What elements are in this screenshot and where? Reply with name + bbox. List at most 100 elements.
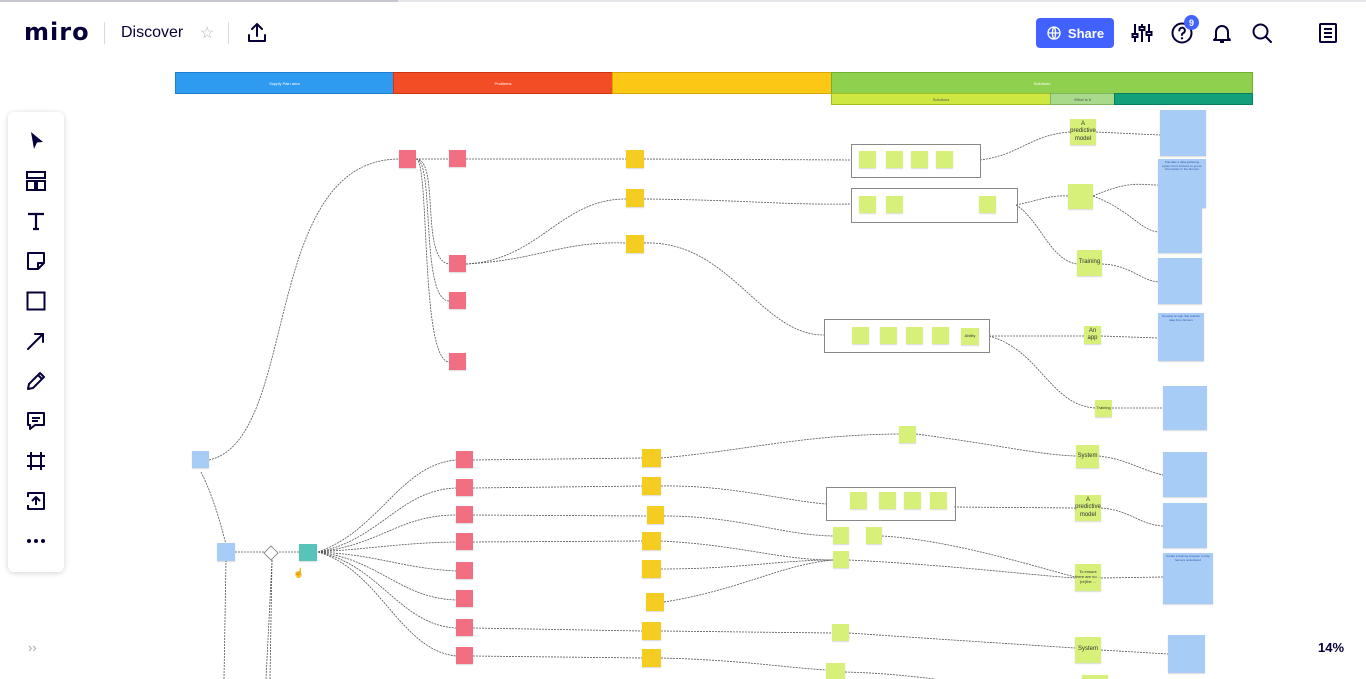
- sticky-note-yellow[interactable]: [626, 150, 644, 168]
- connection-line-icon[interactable]: [24, 329, 48, 353]
- frame-group[interactable]: [851, 144, 981, 178]
- more-icon[interactable]: [24, 529, 48, 553]
- sticky-note-yellow[interactable]: [642, 532, 661, 550]
- sticky-note-solution[interactable]: [899, 426, 916, 443]
- sticky-note-solution[interactable]: [859, 196, 876, 213]
- sticky-note-problem[interactable]: [456, 533, 473, 550]
- sticky-note-problem[interactable]: [456, 479, 473, 496]
- sticky-note-what-is-it[interactable]: To ensure there are no ... (re)the ...: [1075, 564, 1101, 591]
- sticky-note-solution[interactable]: [936, 151, 953, 168]
- sticky-note-solution[interactable]: [979, 196, 996, 213]
- export-icon[interactable]: [245, 21, 269, 45]
- sticky-note-yellow[interactable]: [646, 593, 664, 611]
- sticky-note-description[interactable]: [1158, 208, 1202, 253]
- expand-panel-button[interactable]: ››: [28, 640, 37, 655]
- sticky-note-what-is-it[interactable]: System: [1075, 637, 1101, 663]
- miro-logo[interactable]: miro: [24, 18, 90, 46]
- pen-icon[interactable]: [24, 369, 48, 393]
- board-canvas[interactable]: Supply Pain area Problems Solutions Solu…: [0, 60, 1366, 679]
- sticky-note-what-is-it[interactable]: An app: [1084, 326, 1101, 344]
- sticky-note-problem[interactable]: [449, 292, 466, 309]
- sticky-note-description[interactable]: Create a training program to help farmer…: [1163, 553, 1213, 604]
- sticky-note-yellow[interactable]: [642, 449, 661, 467]
- sticky-note-yellow[interactable]: [626, 235, 644, 253]
- sticky-note-problem[interactable]: [456, 451, 473, 468]
- sticky-note-description[interactable]: [1160, 110, 1206, 156]
- sticky-note-problem[interactable]: [456, 619, 473, 636]
- sticky-note-problem[interactable]: [456, 562, 473, 579]
- sticky-note-yellow[interactable]: [642, 560, 661, 578]
- sticky-note-solution[interactable]: [930, 492, 947, 509]
- share-button[interactable]: Share: [1036, 18, 1114, 48]
- sticky-note-icon[interactable]: [24, 249, 48, 273]
- sticky-note-problem[interactable]: [456, 506, 473, 523]
- sticky-note-start[interactable]: [192, 451, 209, 468]
- lane-teal-sub[interactable]: [1114, 93, 1253, 105]
- templates-icon[interactable]: [24, 169, 48, 193]
- sticky-note-description[interactable]: [1158, 258, 1202, 304]
- help-icon[interactable]: [1170, 21, 1194, 45]
- sticky-note-solution[interactable]: [852, 327, 869, 344]
- sticky-note-problem[interactable]: [399, 150, 416, 168]
- text-icon[interactable]: [24, 209, 48, 233]
- sticky-note-solution[interactable]: [850, 492, 867, 509]
- sticky-note-problem[interactable]: [456, 647, 473, 664]
- sticky-note-ability[interactable]: Ability: [961, 328, 979, 345]
- board-title[interactable]: Discover: [121, 24, 184, 41]
- sticky-note-solution[interactable]: [886, 151, 903, 168]
- sticky-note-what-is-it[interactable]: A predictive model: [1075, 495, 1101, 521]
- sticky-note-solution[interactable]: [833, 527, 849, 544]
- sticky-note-what-is-it[interactable]: Training: [1077, 250, 1102, 276]
- sticky-note-description[interactable]: [1163, 503, 1207, 548]
- sticky-note-solution[interactable]: [886, 196, 903, 213]
- sticky-note-what-is-it[interactable]: System: [1076, 445, 1099, 468]
- frame-group[interactable]: [824, 319, 990, 353]
- left-toolbar: [8, 112, 64, 572]
- sticky-note-problem[interactable]: [449, 353, 466, 370]
- sticky-note-solution[interactable]: [866, 527, 882, 544]
- upload-icon[interactable]: [24, 489, 48, 513]
- frame-group[interactable]: [851, 188, 1018, 223]
- sticky-note-description[interactable]: Populate a data gathering system from fa…: [1158, 159, 1206, 208]
- shape-icon[interactable]: [24, 289, 48, 313]
- sticky-note-yellow[interactable]: [647, 506, 664, 524]
- sticky-note-what-is-it[interactable]: Training: [1095, 400, 1112, 417]
- sticky-note-description[interactable]: [1168, 635, 1205, 673]
- sticky-note-solution[interactable]: [911, 151, 928, 168]
- sticky-note-problem[interactable]: [449, 255, 466, 272]
- star-icon[interactable]: ☆: [200, 25, 215, 42]
- frame-group[interactable]: [826, 487, 956, 521]
- settings-sliders-icon[interactable]: [1130, 21, 1154, 45]
- sticky-note-teal[interactable]: [299, 544, 317, 561]
- decision-diamond[interactable]: [263, 545, 279, 561]
- sticky-note-yellow[interactable]: [626, 189, 644, 207]
- sticky-note-solution[interactable]: [932, 327, 949, 344]
- comment-icon[interactable]: [24, 409, 48, 433]
- sticky-note-what-is-it[interactable]: [1068, 184, 1093, 209]
- sticky-note-problem[interactable]: [456, 590, 473, 607]
- select-icon[interactable]: [24, 129, 48, 153]
- sticky-note-solution[interactable]: [832, 624, 849, 641]
- sticky-note-description[interactable]: Develop an app that collects data from f…: [1158, 313, 1204, 361]
- sticky-note-what-is-it[interactable]: A predictive model: [1070, 119, 1096, 145]
- sticky-note-solution[interactable]: [880, 327, 897, 344]
- frame-icon[interactable]: [24, 449, 48, 473]
- sticky-note-problem[interactable]: [449, 150, 466, 167]
- sticky-note-solution[interactable]: [859, 151, 876, 168]
- zoom-level[interactable]: 14%: [1318, 640, 1345, 655]
- sticky-note-solution[interactable]: [906, 327, 923, 344]
- sticky-note-solution[interactable]: [904, 492, 921, 509]
- bell-icon[interactable]: [1210, 21, 1234, 45]
- sticky-note-solution[interactable]: [826, 663, 845, 679]
- search-icon[interactable]: [1250, 21, 1274, 45]
- sticky-note-yellow[interactable]: [642, 649, 661, 667]
- sticky-note-solution[interactable]: [879, 492, 896, 509]
- sticky-note-what-is-it[interactable]: [1082, 675, 1108, 679]
- notes-icon[interactable]: [1316, 21, 1340, 45]
- sticky-note-description[interactable]: [1163, 386, 1207, 430]
- sticky-note-solution[interactable]: [833, 551, 849, 568]
- sticky-note-yellow[interactable]: [642, 622, 661, 640]
- sticky-note-description[interactable]: [1163, 452, 1207, 497]
- sticky-note-process[interactable]: [217, 543, 235, 561]
- sticky-note-yellow[interactable]: [642, 477, 661, 495]
